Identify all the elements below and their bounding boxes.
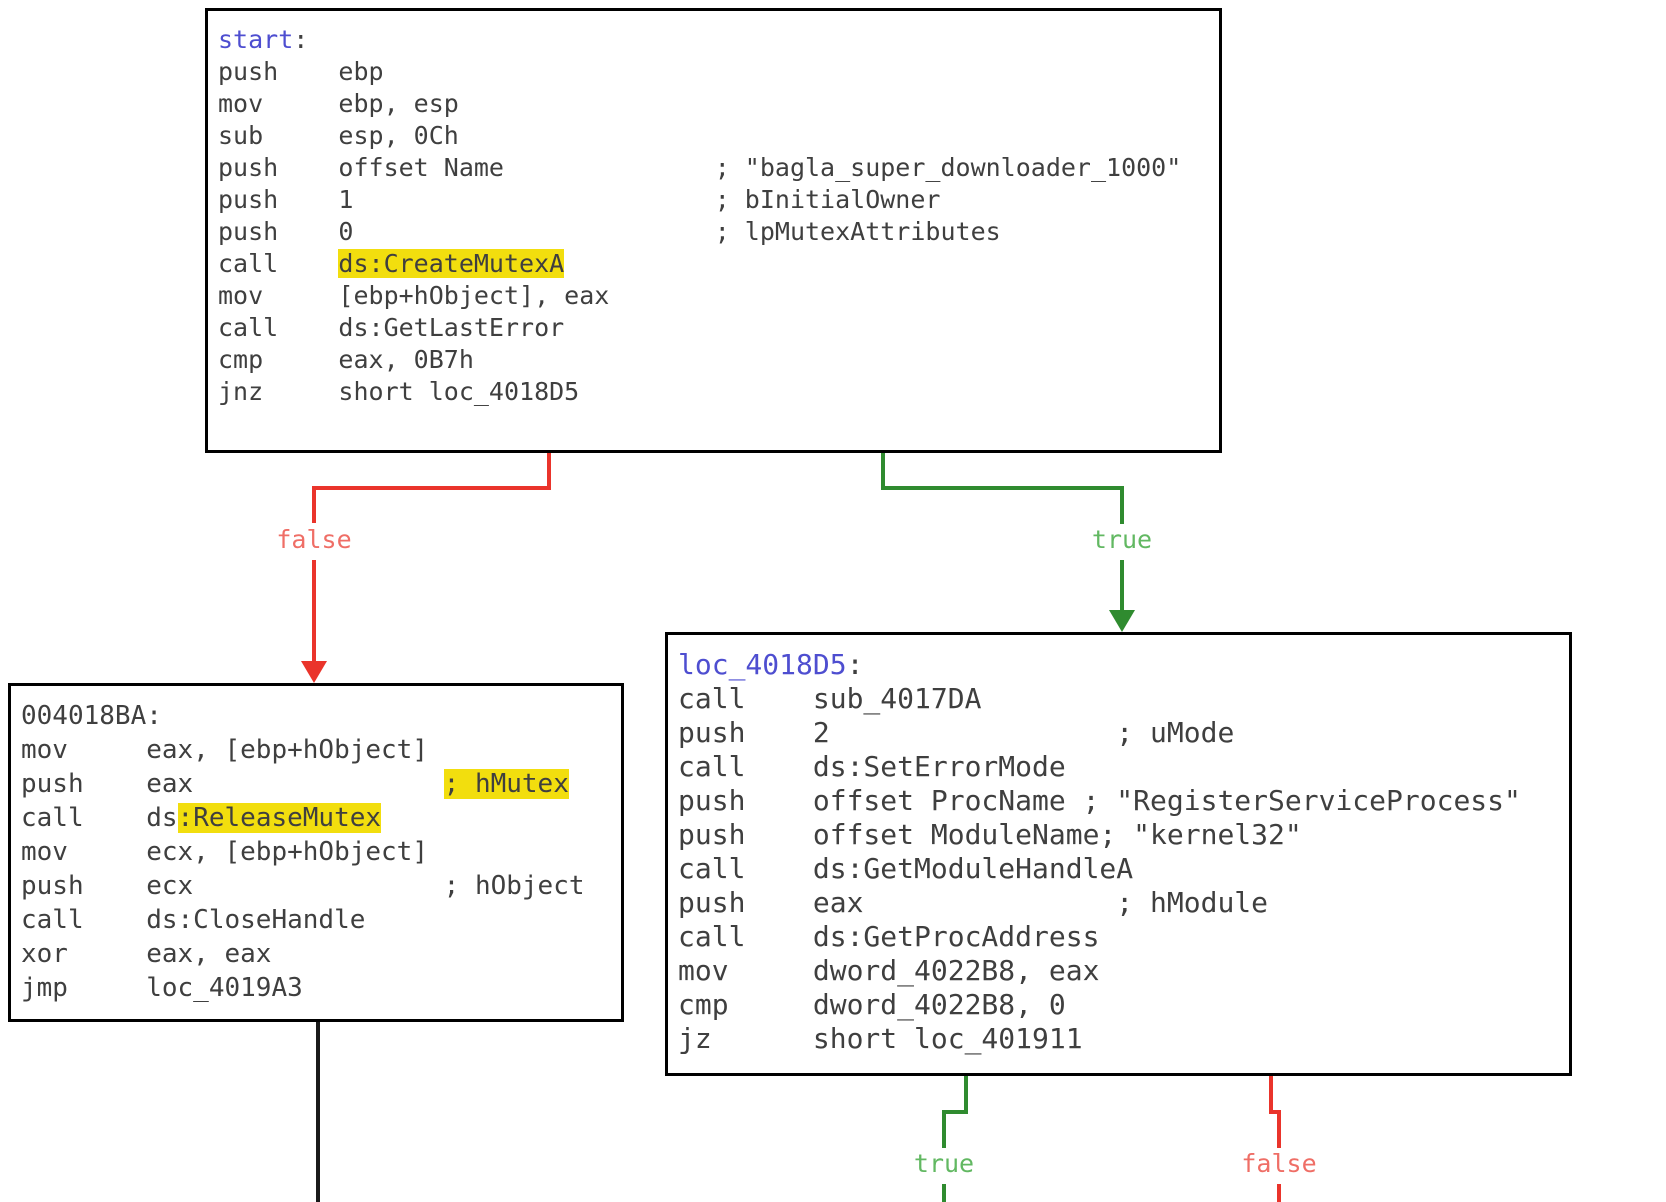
edge-true-segment	[1120, 560, 1124, 610]
edge-jump-segment	[316, 1022, 320, 1202]
asm-line: mov ecx, [ebp+hObject]	[21, 837, 428, 867]
asm-line: push eax ; hModule	[678, 886, 1269, 919]
asm-line: call sub_4017DA	[678, 682, 982, 715]
asm-line: push offset ProcName ; "RegisterServiceP…	[678, 784, 1521, 817]
asm-line: xor eax, eax	[21, 939, 272, 969]
asm-line: call ds:CloseHandle	[21, 905, 366, 935]
asm-line: start:	[218, 25, 309, 54]
edge-true-segment	[942, 1110, 946, 1148]
basic-block-start[interactable]: start: push ebp mov ebp, esp sub esp, 0Ch pu…	[205, 8, 1222, 453]
edge-true-segment	[881, 486, 1124, 490]
asm-line: call ds:CreateMutexA	[218, 249, 565, 278]
basic-block-004018BA[interactable]: 004018BA: mov eax, [ebp+hObject] push eax …	[8, 683, 624, 1022]
edge-label-false: false	[1241, 1149, 1317, 1178]
asm-line: push ebp	[218, 57, 384, 86]
edge-label-true: true	[1091, 525, 1153, 554]
asm-line: sub esp, 0Ch	[218, 121, 459, 150]
edge-true-segment	[942, 1184, 946, 1202]
asm-line: 004018BA:	[21, 701, 162, 731]
asm-line: mov dword_4022B8, eax	[678, 954, 1100, 987]
edge-false-segment	[312, 560, 316, 661]
asm-line: call ds:ReleaseMutex	[21, 803, 382, 833]
asm-line: push 0 ; lpMutexAttributes	[218, 217, 1001, 246]
asm-line: call ds:GetModuleHandleA	[678, 852, 1134, 885]
asm-line: push eax ; hMutex	[21, 769, 569, 799]
asm-line: call ds:GetLastError	[218, 313, 565, 342]
edge-false-segment	[1277, 1110, 1281, 1148]
edge-label-false: false	[276, 525, 352, 554]
asm-line: call ds:GetProcAddress	[678, 920, 1100, 953]
edge-true-segment	[881, 453, 885, 490]
edge-true-segment	[942, 1110, 968, 1114]
asm-line: push offset Name ; "bagla_super_download…	[218, 153, 1182, 182]
asm-line: loc_4018D5:	[678, 648, 864, 681]
asm-line: push 2 ; uMode	[678, 716, 1235, 749]
asm-line: call ds:SetErrorMode	[678, 750, 1066, 783]
asm-line: push ecx ; hObject	[21, 871, 585, 901]
edge-label-true: true	[913, 1149, 975, 1178]
asm-line: jz short loc_401911	[678, 1022, 1083, 1055]
asm-line: jnz short loc_4018D5	[218, 377, 580, 406]
asm-line: mov eax, [ebp+hObject]	[21, 735, 428, 765]
asm-line: cmp eax, 0B7h	[218, 345, 474, 374]
edge-false-segment	[1277, 1184, 1281, 1202]
edge-false-segment	[312, 486, 316, 523]
asm-line: mov ebp, esp	[218, 89, 459, 118]
asm-line: mov [ebp+hObject], eax	[218, 281, 610, 310]
asm-line: jmp loc_4019A3	[21, 973, 303, 1003]
edge-true-segment	[1120, 486, 1124, 524]
edge-true-segment	[964, 1076, 968, 1114]
edge-false-segment	[1269, 1076, 1273, 1114]
arrowhead-down-icon	[301, 661, 327, 683]
edge-false-segment	[547, 453, 551, 490]
asm-line: cmp dword_4022B8, 0	[678, 988, 1066, 1021]
edge-false-segment	[1269, 1110, 1281, 1114]
edge-false-segment	[312, 486, 551, 490]
asm-line: push 1 ; bInitialOwner	[218, 185, 941, 214]
asm-line: push offset ModuleName; "kernel32"	[678, 818, 1302, 851]
arrowhead-down-icon	[1109, 610, 1135, 632]
